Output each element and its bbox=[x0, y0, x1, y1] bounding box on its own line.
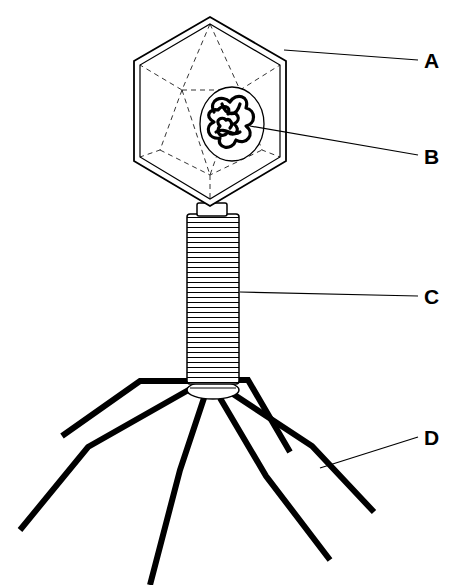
part-letter: C bbox=[424, 286, 439, 307]
part-letter: D bbox=[424, 427, 439, 448]
part-letter: A bbox=[424, 50, 439, 71]
dna-coil bbox=[208, 96, 253, 147]
capsid-inner bbox=[140, 24, 280, 199]
base-plate-ring bbox=[190, 388, 236, 389]
capsid-outer bbox=[134, 17, 286, 206]
nucleic-acid-envelope bbox=[200, 87, 264, 161]
tail-sheath bbox=[187, 214, 239, 384]
tail-fibers bbox=[20, 380, 374, 585]
leader-lines bbox=[240, 50, 418, 468]
capsid-facets bbox=[140, 24, 280, 199]
part-letter: B bbox=[424, 146, 439, 167]
